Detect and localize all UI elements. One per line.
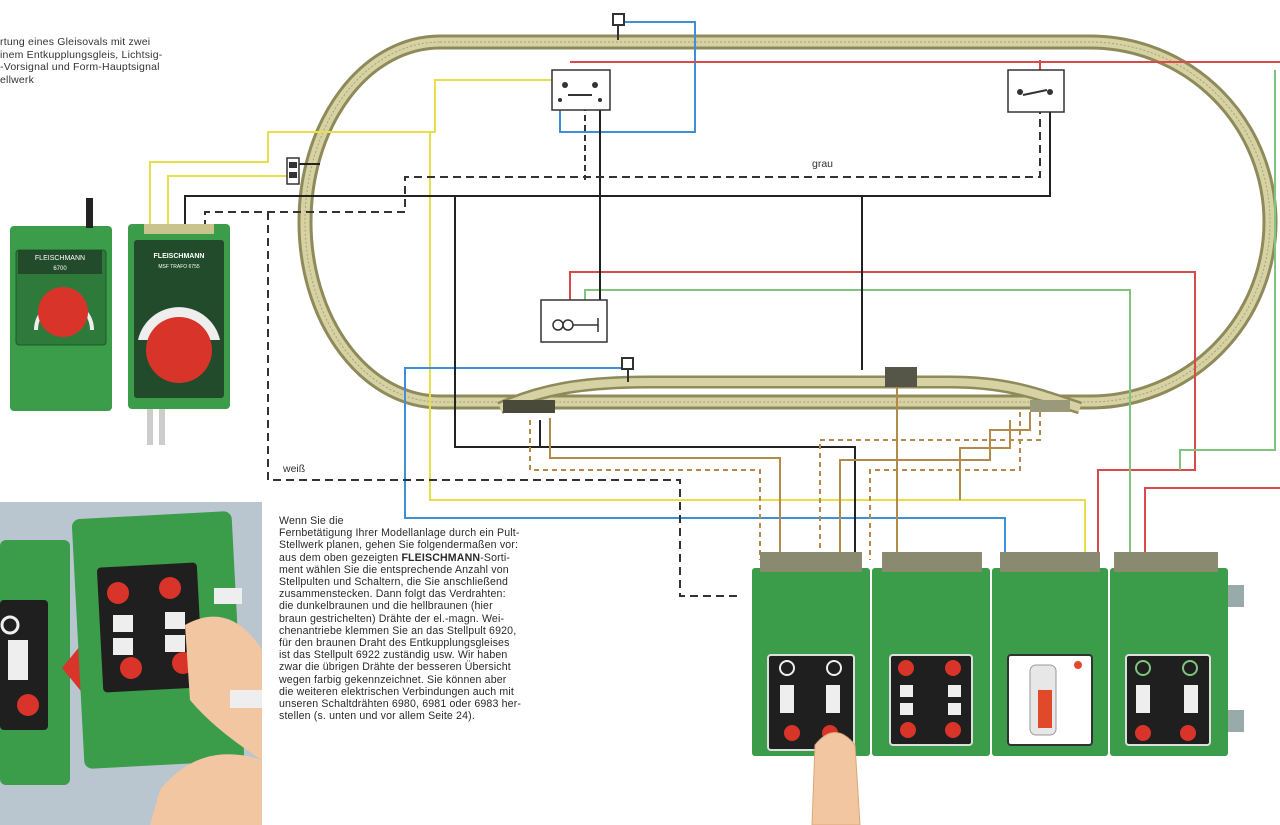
caption-line: -Vorsignal und Form-Hauptsignal xyxy=(0,61,160,73)
controller-large[interactable]: FLEISCHMANN MSF TRAFO 6755 xyxy=(128,224,230,445)
turnout-left xyxy=(503,400,555,413)
caption-line: ellwerk xyxy=(0,73,35,86)
diagram-caption: rtung eines Gleisovals mit zwei inem Ent… xyxy=(0,36,270,86)
text-line: braun gestrichelten) Drähte der el.-magn… xyxy=(279,612,505,625)
caption-line: inem Entkupplungsgleis, Lichtsig- xyxy=(0,48,163,61)
signal-box-right xyxy=(1007,69,1065,113)
console-panel-signal[interactable] xyxy=(1110,552,1244,756)
text-line: die weiteren elektrischen Verbindungen a… xyxy=(279,685,514,698)
text-line: unseren Schaltdrähten 6980, 6981 oder 69… xyxy=(279,698,522,711)
instruction-text: Wenn Sie die Fernbetätigung Ihrer Modell… xyxy=(279,515,679,722)
text-line: zwar die übrigen Drähte der besseren Übe… xyxy=(279,661,511,674)
text-line: Wenn Sie die xyxy=(279,515,344,527)
wire-label-grau: grau xyxy=(812,158,834,170)
caption-line: rtung eines Gleisovals mit zwei xyxy=(0,36,151,48)
console-panel-6920[interactable] xyxy=(752,552,870,756)
light-signal-box xyxy=(540,299,608,343)
text-line: für den braunen Draht des Entkupplungsgl… xyxy=(279,637,510,650)
signal-box-left xyxy=(551,69,611,111)
console-panel-switch[interactable] xyxy=(992,552,1108,756)
text-line: wegen farbig gekennzeichnet. Sie können … xyxy=(279,673,507,686)
signal-mast-siding xyxy=(621,357,634,382)
controller-small[interactable]: FLEISCHMANN 6700 xyxy=(10,198,112,411)
text-line: chenantriebe klemmen Sie an das Stellpul… xyxy=(279,624,517,637)
text-line: Stellpulten und Schaltern, die Sie ansch… xyxy=(279,576,509,589)
text-line: stellen (s. unten und vor allem Seite 24… xyxy=(279,710,475,723)
text-line: Fernbetätigung Ihrer Modellanlage durch … xyxy=(279,527,520,540)
uncoupling-track xyxy=(885,367,917,387)
text-line: die dunkelbraunen und die hellbraunen (h… xyxy=(279,600,493,613)
connector-clip xyxy=(286,157,300,185)
track-oval xyxy=(297,34,1278,415)
text-line: zusammenstecken. Dann folgt das Verdraht… xyxy=(279,588,506,601)
wires xyxy=(149,20,1280,597)
signal-mast-top xyxy=(612,13,625,40)
text-segment: -Sorti- xyxy=(480,551,511,564)
controller-large-model: MSF TRAFO 6755 xyxy=(158,264,200,270)
turnout-right xyxy=(1030,400,1070,412)
text-line: aus dem oben gezeigten FLEISCHMANN-Sorti… xyxy=(279,552,679,564)
wire-label-weiss: weiß xyxy=(283,463,306,475)
text-line: ment wählen Sie die entsprechende Anzahl… xyxy=(279,563,509,576)
finger-pressing-button xyxy=(811,732,861,825)
speed-knob-small[interactable] xyxy=(38,287,88,337)
controller-small-model: 6700 xyxy=(53,266,67,272)
speed-knob-large[interactable] xyxy=(146,317,212,383)
console-panel-6922[interactable] xyxy=(872,552,990,756)
photo-handheld-consoles xyxy=(0,502,262,825)
text-line: ist das Stellpult 6922 zuständig usw. Wi… xyxy=(279,649,508,662)
text-segment: aus dem oben gezeigten xyxy=(279,551,399,564)
controller-small-brand: FLEISCHMANN xyxy=(35,255,85,262)
text-line: Stellwerk planen, gehen Sie folgendermaß… xyxy=(279,539,519,552)
controller-large-brand: FLEISCHMANN xyxy=(154,253,205,260)
brand-name: FLEISCHMANN xyxy=(401,551,481,564)
